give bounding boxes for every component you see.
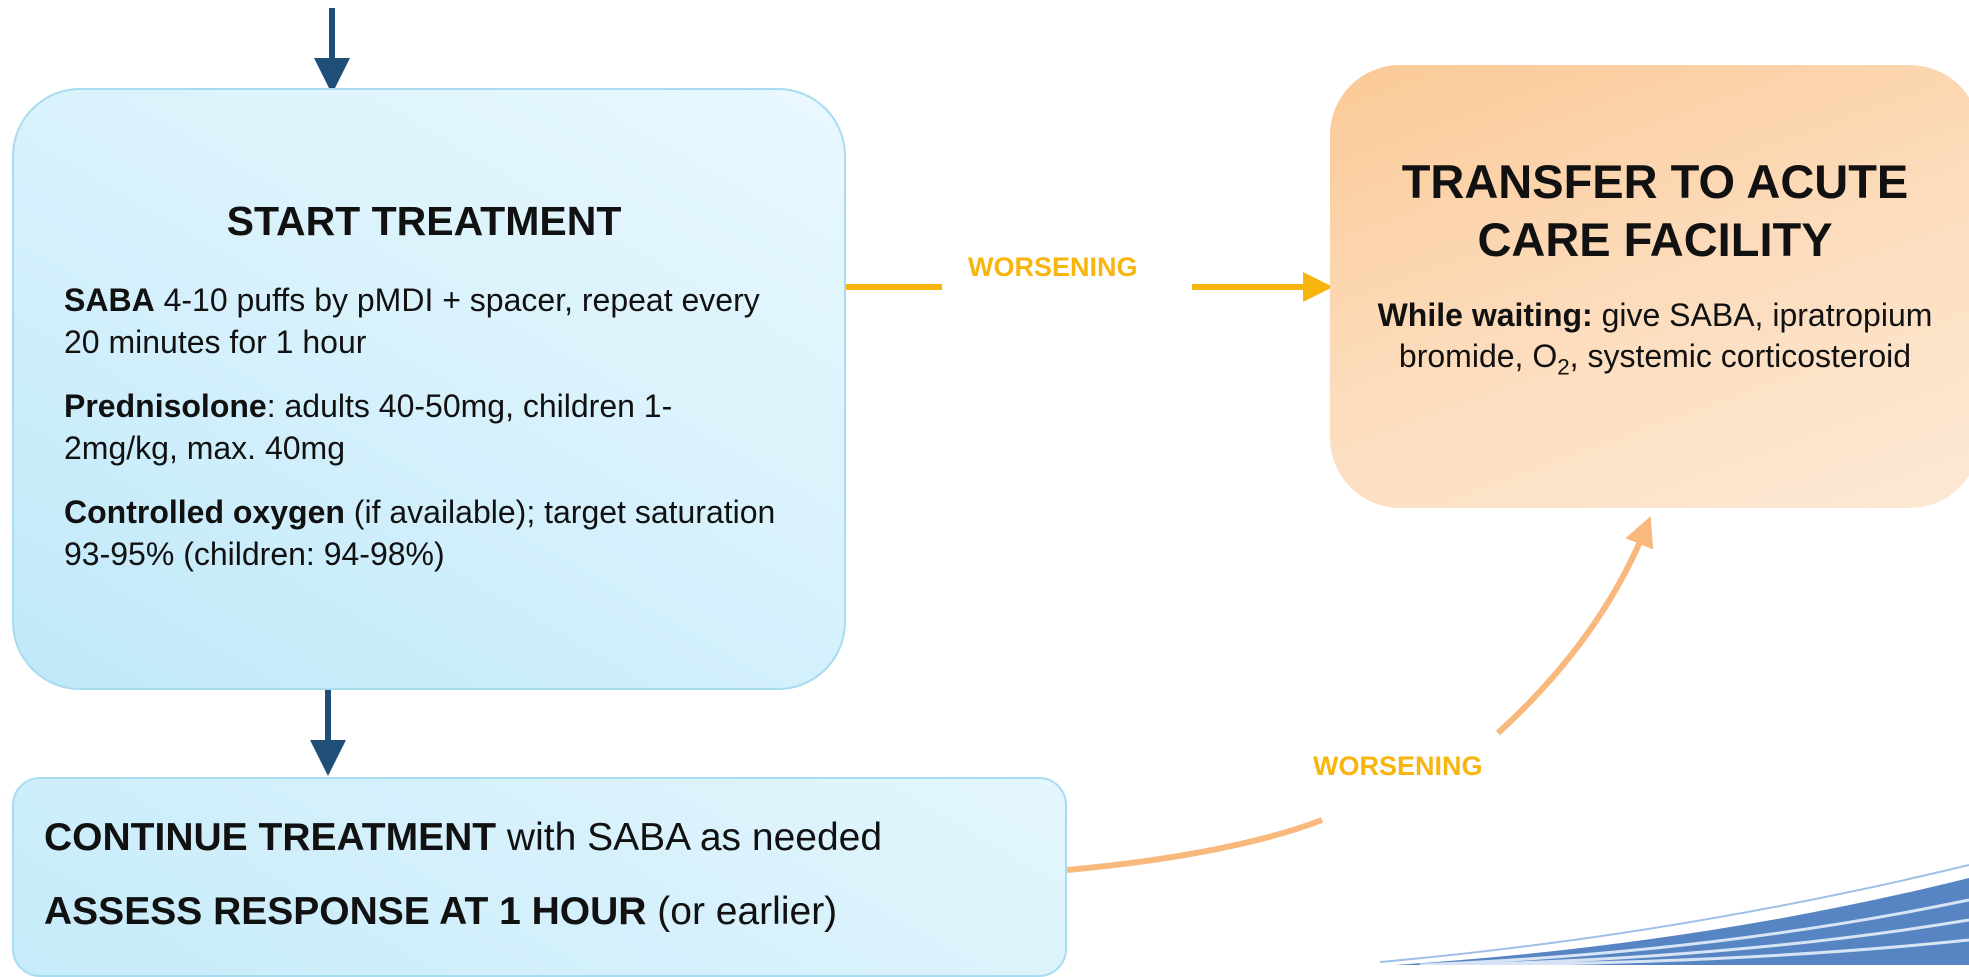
assess-line: ASSESS RESPONSE AT 1 HOUR (or earlier) [44,887,1065,937]
continue-label: CONTINUE TREATMENT [44,816,497,859]
oxygen-text: (if available); target saturation 93-95%… [64,494,776,572]
waiting-label: While waiting: [1377,297,1593,333]
arrow-worsening-curve-upper [1495,516,1654,736]
prednisolone-label: Prednisolone [64,388,267,424]
saba-label: SABA [64,282,155,318]
continue-text: with SABA as needed [496,816,883,859]
arrow-worsening-curve-lower [1066,817,1324,873]
waiting-text-2: , systemic corticosteroid [1569,338,1912,374]
worsening-label-top: WORSENING [968,252,1138,282]
saba-instruction: SABA 4-10 puffs by pMDI + spacer, repeat… [64,279,784,363]
transfer-title: TRANSFER TO ACUTE CARE FACILITY [1401,155,1909,266]
oxygen-instruction: Controlled oxygen (if available); target… [64,491,784,575]
start-treatment-box: START TREATMENT SABA 4-10 puffs by pMDI … [12,88,846,690]
continue-treatment-box: CONTINUE TREATMENT with SABA as needed A… [12,777,1067,977]
oxygen-subscript: 2 [1557,354,1570,380]
assess-label: ASSESS RESPONSE AT 1 HOUR [44,890,647,933]
worsening-label-bottom: WORSENING [1313,751,1483,781]
transfer-box: TRANSFER TO ACUTE CARE FACILITY While wa… [1330,65,1969,508]
start-treatment-title: START TREATMENT [226,198,622,244]
prednisolone-instruction: Prednisolone: adults 40-50mg, children 1… [64,385,784,469]
continue-line: CONTINUE TREATMENT with SABA as needed [44,813,1065,863]
saba-text: 4-10 puffs by pMDI + spacer, repeat ever… [64,282,760,360]
transfer-waiting-text: While waiting: give SABA, ipratropium br… [1360,295,1950,387]
decorative-swoosh [1379,864,1969,965]
assess-text: (or earlier) [646,890,838,933]
prednisolone-text: : adults 40-50mg, children 1-2mg/kg, max… [64,388,673,466]
waiting-text-1: give SABA, ipratropium bromide, O [1398,297,1933,374]
oxygen-label: Controlled oxygen [64,494,345,530]
